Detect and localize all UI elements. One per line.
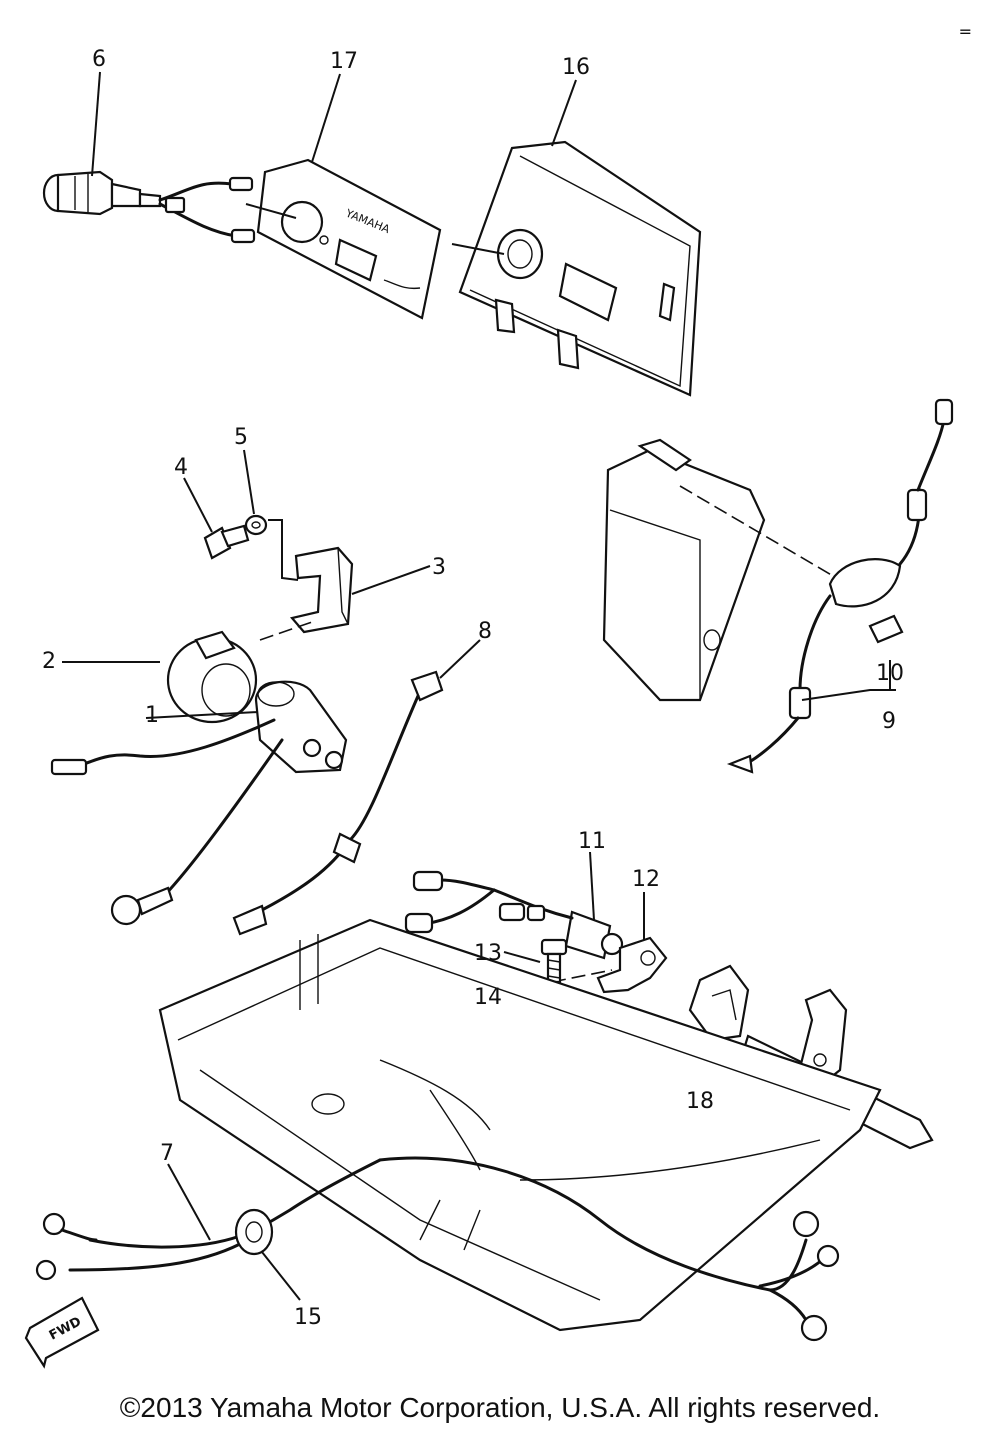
part-4-bolt [203, 524, 250, 560]
part-8-cable [232, 670, 444, 936]
part-7-harness [35, 1156, 840, 1342]
part-9-fuse-harness [726, 398, 954, 774]
part-18-lever-clamp [688, 964, 750, 1042]
part-17-faceplate: YAMAHA [256, 158, 442, 320]
callout-16: 16 [562, 55, 590, 80]
callout-8: 8 [478, 619, 492, 644]
callout-11: 11 [578, 829, 606, 854]
part-10-fuse [868, 614, 904, 644]
fwd-arrow: FWD [24, 1296, 100, 1369]
part-5-washer [244, 514, 268, 536]
battery-box [602, 438, 766, 702]
bottom-cowling [158, 918, 882, 1332]
callout-18: 18 [686, 1089, 714, 1114]
callout-17: 17 [330, 49, 358, 74]
callout-10: 10 [876, 661, 904, 686]
part-13-screw [540, 938, 568, 984]
part-1-relay [50, 680, 348, 926]
callout-7: 7 [160, 1141, 174, 1166]
part-12-plate [596, 936, 668, 994]
callout-13: 13 [474, 941, 502, 966]
callout-3: 3 [432, 555, 446, 580]
callout-14: 14 [474, 985, 502, 1010]
callout-2: 2 [42, 649, 56, 674]
callout-1: 1 [145, 703, 159, 728]
part-15-grommet [234, 1208, 274, 1256]
part-2-clamp [166, 630, 258, 724]
callout-9: 9 [882, 709, 896, 734]
callout-12: 12 [632, 867, 660, 892]
part-16-control-box [458, 140, 702, 397]
callout-6: 6 [92, 47, 106, 72]
part-6-key-switch [42, 170, 256, 244]
corner-mark: = [958, 22, 972, 41]
callout-5: 5 [234, 425, 248, 450]
copyright-notice: ©2013 Yamaha Motor Corporation, U.S.A. A… [119, 1392, 881, 1423]
part-3-bracket [289, 546, 354, 634]
callout-15: 15 [294, 1305, 322, 1330]
part-11-switch [404, 870, 624, 960]
callout-4: 4 [174, 455, 188, 480]
